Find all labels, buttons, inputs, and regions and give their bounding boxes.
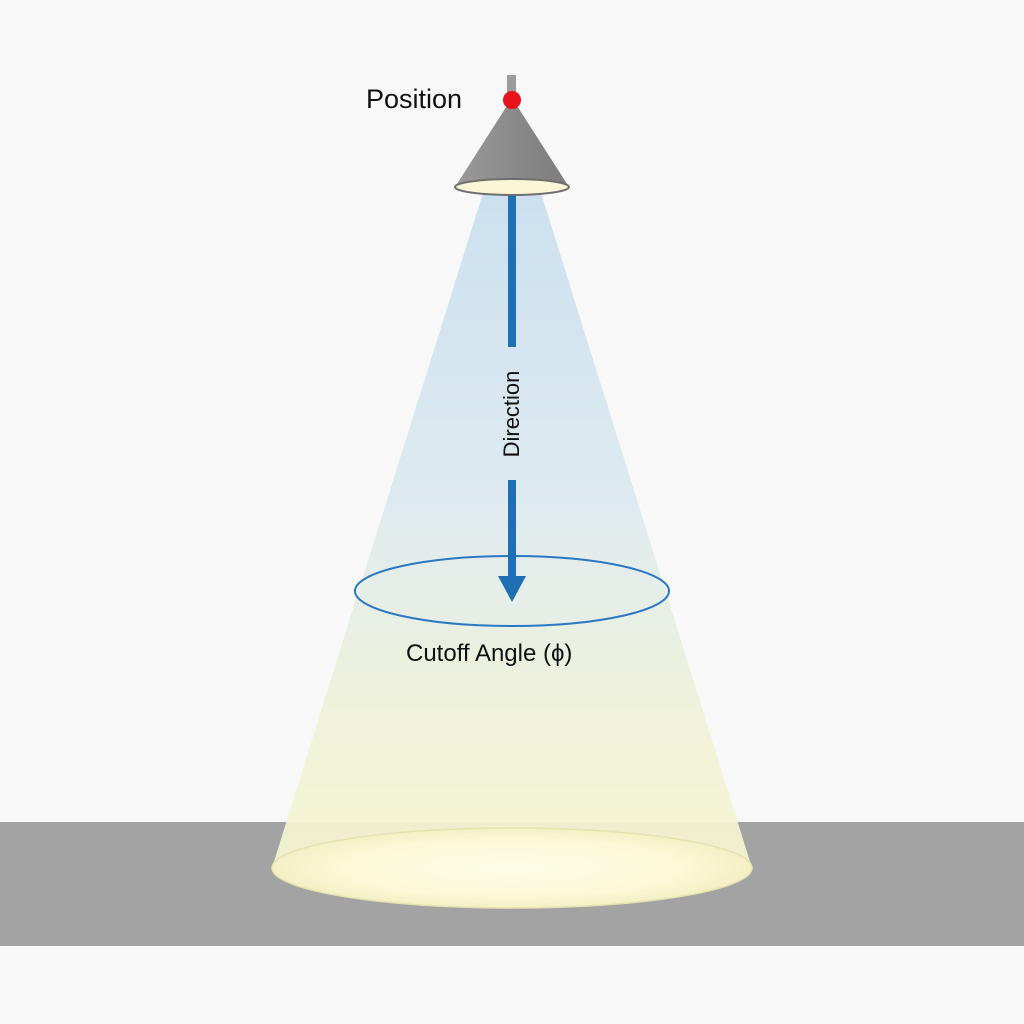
direction-arrow-shaft-top [508,195,516,347]
spotlight-lamp-icon [454,98,570,196]
position-label: Position [366,84,463,114]
light-pool [271,827,753,909]
position-dot-icon [503,91,521,109]
cutoff-angle-label: Cutoff Angle (ϕ) [406,640,573,667]
lamp-rod [507,75,516,105]
direction-arrow-shaft-bottom [508,480,516,576]
arrow-down-icon [498,576,526,602]
direction-label: Direction [499,370,524,458]
direction-label-container: Direction [497,366,527,462]
